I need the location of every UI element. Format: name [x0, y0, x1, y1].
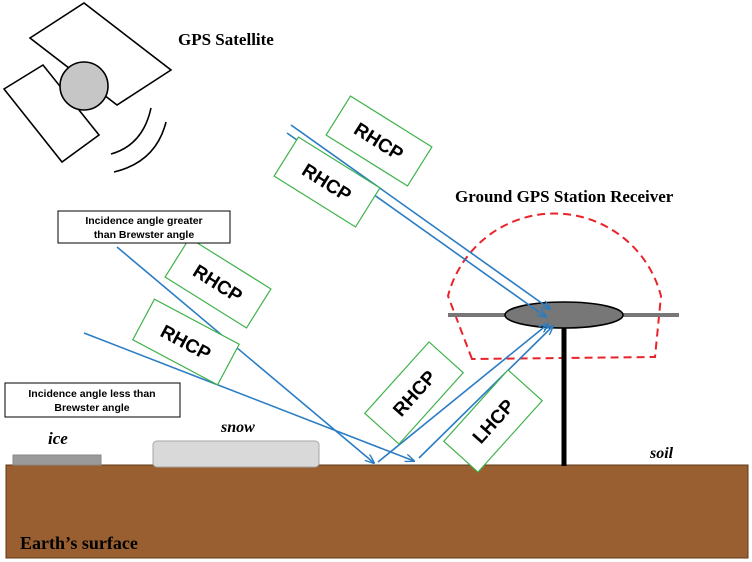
receiver-label: Ground GPS Station Receiver: [455, 187, 674, 206]
reflected-ray-rhcp: [377, 324, 548, 463]
callout-greater-line2: than Brewster angle: [94, 229, 195, 241]
callout-less-than-brewster: Incidence angle less than Brewster angle: [4, 382, 181, 418]
ice-layer: [12, 454, 102, 466]
polarization-tag-lhcp-reflected: LHCP: [442, 369, 544, 473]
reflected-ray-lhcp: [418, 326, 553, 459]
antenna-gain-pattern: [446, 212, 663, 361]
incident-ray-greater-brewster: [116, 246, 374, 463]
soil-label: soil: [649, 445, 674, 462]
polarization-tag-rhcp-direct-upper: RHCP: [325, 95, 433, 187]
gps-satellite-icon: [2, 2, 173, 164]
signal-rays: [83, 124, 553, 463]
callout-less-line2: Brewster angle: [54, 402, 129, 414]
earth-surface-label: Earth’s surface: [20, 533, 138, 553]
satellite-label: GPS Satellite: [178, 30, 274, 49]
incident-ray-less-brewster: [83, 332, 414, 461]
ice-label: ice: [48, 429, 68, 448]
callout-greater-line1: Incidence angle greater: [85, 215, 202, 227]
callout-less-line1: Incidence angle less than: [28, 388, 155, 400]
callout-greater-than-brewster: Incidence angle greater than Brewster an…: [57, 210, 231, 244]
receiver-antenna-icon: [504, 301, 624, 329]
earth-surface-ground: [5, 464, 749, 559]
satellite-signal-icon: [110, 107, 167, 173]
snow-label: snow: [220, 419, 255, 436]
direct-ray-upper: [290, 124, 550, 309]
polarization-tag-rhcp-incident-lower: RHCP: [132, 298, 240, 386]
snow-layer: [152, 440, 320, 468]
